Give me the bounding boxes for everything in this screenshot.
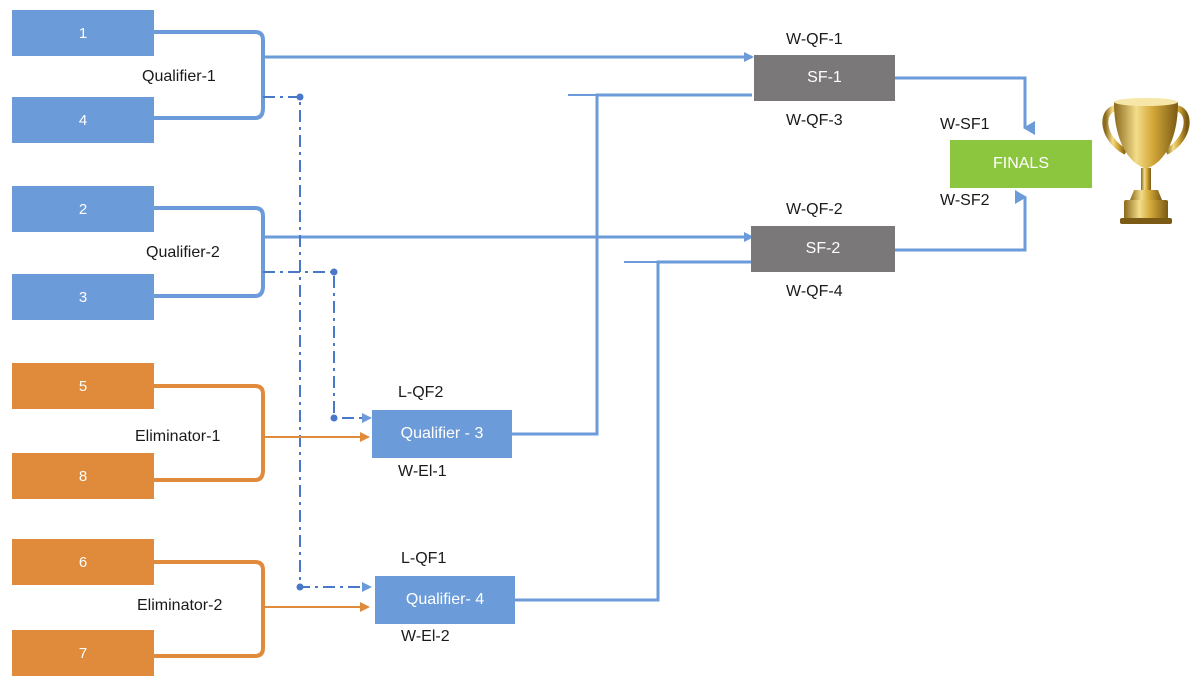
- sf1-to-finals-line: [895, 76, 1035, 135]
- team-8-label: 8: [78, 467, 88, 485]
- q2-loser-dot-end: [330, 414, 338, 422]
- team-2-box: 2: [12, 186, 154, 232]
- team-3-label: 3: [78, 288, 88, 306]
- eliminator1-bracket: [152, 384, 265, 482]
- team-1-box: 1: [12, 10, 154, 56]
- qualifier1-label: Qualifier-1: [140, 68, 218, 86]
- qualifier4-box: Qualifier- 4: [375, 576, 515, 624]
- sf2-label: SF-2: [805, 240, 841, 257]
- w-el1-label: W-El-1: [398, 463, 447, 480]
- q1-loser-dot-end: [296, 583, 304, 591]
- sf2-box: SF-2: [751, 226, 895, 272]
- finals-box: FINALS: [950, 140, 1092, 188]
- team-4-label: 4: [78, 111, 88, 129]
- team-6-box: 6: [12, 539, 154, 585]
- team-2-label: 2: [78, 200, 88, 218]
- sf1-box: SF-1: [754, 55, 895, 101]
- q1-loser-line: [263, 96, 372, 592]
- qualifier2-label: Qualifier-2: [144, 244, 222, 262]
- team-6-label: 6: [78, 553, 88, 571]
- w-qf2-label: W-QF-2: [786, 201, 843, 218]
- l-qf1-label: L-QF1: [401, 550, 447, 567]
- team-7-box: 7: [12, 630, 154, 676]
- team-8-box: 8: [12, 453, 154, 499]
- q1-loser-dot: [296, 93, 304, 101]
- eliminator1-label: Eliminator-1: [133, 428, 223, 446]
- qualifier3-box: Qualifier - 3: [372, 410, 512, 458]
- w-qf3-label: W-QF-3: [786, 112, 843, 129]
- sf1-label: SF-1: [807, 69, 842, 86]
- team-5-box: 5: [12, 363, 154, 409]
- qualifier2-bracket: [152, 206, 265, 298]
- w-qf4-label: W-QF-4: [786, 283, 843, 300]
- team-5-label: 5: [78, 377, 88, 395]
- q2-loser-line: [263, 271, 372, 423]
- l-qf2-label: L-QF2: [398, 384, 444, 401]
- qualifier3-label: Qualifier - 3: [400, 425, 484, 442]
- qualifier1-bracket: [152, 30, 265, 120]
- q2-loser-dot: [330, 268, 338, 276]
- eliminator2-label: Eliminator-2: [135, 597, 225, 615]
- qualifier4-label: Qualifier- 4: [405, 591, 485, 608]
- team-4-box: 4: [12, 97, 154, 143]
- sf2-to-finals-line: [895, 190, 1027, 252]
- team-1-label: 1: [78, 24, 88, 42]
- trophy-icon: [1102, 98, 1190, 224]
- w-el2-label: W-El-2: [401, 628, 450, 645]
- w-sf2-label: W-SF2: [940, 192, 990, 209]
- finals-label: FINALS: [992, 155, 1049, 172]
- w-sf1-label: W-SF1: [940, 116, 990, 133]
- team-3-box: 3: [12, 274, 154, 320]
- q4-to-sf2-line: [515, 260, 752, 602]
- q3-to-sf1-line: [512, 93, 752, 436]
- eliminator2-bracket: [152, 560, 265, 658]
- team-7-label: 7: [78, 644, 88, 662]
- w-qf1-label: W-QF-1: [786, 31, 843, 48]
